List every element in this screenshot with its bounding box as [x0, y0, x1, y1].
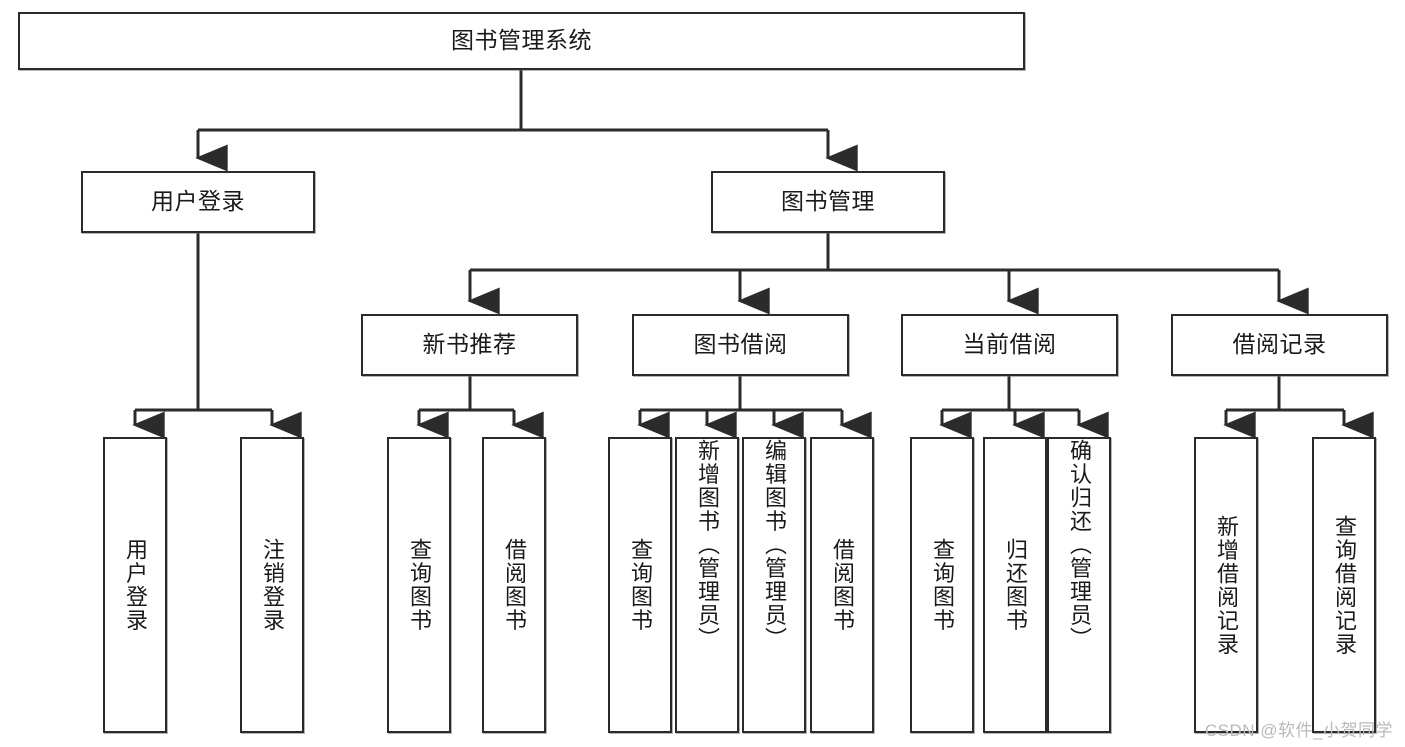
node-current-borrow[interactable]: 当前借阅	[901, 314, 1118, 376]
node-book-borrow-label: 图书借阅	[693, 331, 788, 358]
leaf-query-borrow-record[interactable]: 查询借阅记录	[1312, 437, 1376, 733]
node-borrow-record[interactable]: 借阅记录	[1171, 314, 1388, 376]
node-root-label: 图书管理系统	[451, 27, 592, 54]
node-book-management-label: 图书管理	[781, 188, 875, 215]
leaf-query-book-recommend-label: 查询图书	[407, 538, 432, 632]
leaf-borrow-book-recommend-label: 借阅图书	[502, 538, 527, 632]
leaf-add-borrow-record[interactable]: 新增借阅记录	[1194, 437, 1258, 733]
leaf-add-book-admin-label: 新增图书（管理员）	[695, 439, 720, 651]
leaf-user-login[interactable]: 用户登录	[103, 437, 167, 733]
node-user-login-label: 用户登录	[151, 188, 245, 215]
leaf-return-book[interactable]: 归还图书	[983, 437, 1047, 733]
watermark-text: CSDN @软件_小贺同学	[1204, 721, 1393, 740]
leaf-return-book-label: 归还图书	[1003, 538, 1028, 632]
leaf-query-book-recommend[interactable]: 查询图书	[387, 437, 451, 733]
node-borrow-record-label: 借阅记录	[1232, 331, 1327, 358]
leaf-query-borrow-record-label: 查询借阅记录	[1332, 514, 1357, 656]
leaf-borrow-book-recommend[interactable]: 借阅图书	[482, 437, 546, 733]
leaf-edit-book-admin[interactable]: 编辑图书（管理员）	[742, 437, 806, 733]
leaf-add-borrow-record-label: 新增借阅记录	[1214, 514, 1239, 656]
leaf-query-book-borrow[interactable]: 查询图书	[608, 437, 672, 733]
leaf-query-book-borrow-label: 查询图书	[628, 538, 653, 632]
leaf-logout-label: 注销登录	[260, 538, 285, 632]
leaf-borrow-book[interactable]: 借阅图书	[810, 437, 874, 733]
leaf-borrow-book-label: 借阅图书	[830, 538, 855, 632]
leaf-add-book-admin[interactable]: 新增图书（管理员）	[675, 437, 739, 733]
node-new-book-recommend[interactable]: 新书推荐	[361, 314, 578, 376]
leaf-confirm-return-admin-label: 确认归还（管理员）	[1067, 439, 1092, 651]
leaf-query-book-current[interactable]: 查询图书	[910, 437, 974, 733]
leaf-user-login-label: 用户登录	[123, 538, 148, 632]
leaf-confirm-return-admin[interactable]: 确认归还（管理员）	[1047, 437, 1111, 733]
node-book-management[interactable]: 图书管理	[711, 171, 945, 233]
leaf-edit-book-admin-label: 编辑图书（管理员）	[762, 439, 787, 651]
leaf-logout[interactable]: 注销登录	[240, 437, 304, 733]
node-book-borrow[interactable]: 图书借阅	[632, 314, 849, 376]
leaf-query-book-current-label: 查询图书	[930, 538, 955, 632]
node-root[interactable]: 图书管理系统	[18, 12, 1025, 70]
node-new-book-recommend-label: 新书推荐	[422, 331, 517, 358]
node-user-login[interactable]: 用户登录	[81, 171, 315, 233]
node-current-borrow-label: 当前借阅	[962, 331, 1057, 358]
